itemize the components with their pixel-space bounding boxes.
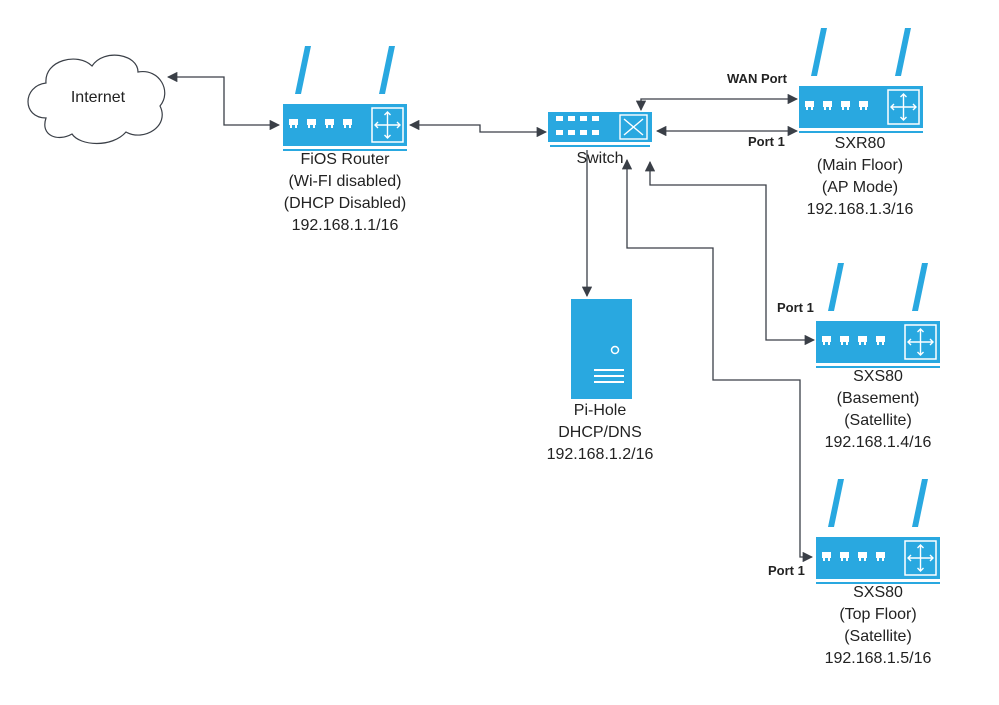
basement-port1-label: Port 1 xyxy=(777,300,814,315)
basement-name: SXS80 xyxy=(853,368,903,385)
top-floor: (Top Floor) xyxy=(839,606,917,623)
fios-ip: 192.168.1.1/16 xyxy=(291,217,399,234)
sxr80-mode: (AP Mode) xyxy=(821,179,899,196)
pihole-ip: 192.168.1.2/16 xyxy=(546,446,654,463)
cloud-icon xyxy=(27,54,166,144)
basement-ip: 192.168.1.4/16 xyxy=(824,434,932,451)
switch-icon xyxy=(548,112,652,147)
top-port1-label: Port 1 xyxy=(768,563,805,578)
pihole-label: Pi-Hole DHCP/DNS 192.168.1.2/16 xyxy=(520,400,680,466)
wan-port-label: WAN Port xyxy=(727,71,787,86)
pihole-role: DHCP/DNS xyxy=(558,424,642,441)
basement-role: (Satellite) xyxy=(844,412,912,429)
sxr80-label: SXR80 (Main Floor) (AP Mode) 192.168.1.3… xyxy=(780,133,940,221)
link-internet-fios xyxy=(166,71,281,131)
sxs80-basement-label: SXS80 (Basement) (Satellite) 192.168.1.4… xyxy=(798,366,958,454)
sxs80-top-router-icon xyxy=(815,478,941,585)
sxr80-name: SXR80 xyxy=(834,135,886,152)
basement-floor: (Basement) xyxy=(836,390,920,407)
sxr80-router-icon xyxy=(798,27,924,134)
internet-label: Internet xyxy=(70,89,126,106)
link-switch-wan xyxy=(635,93,799,112)
top-role: (Satellite) xyxy=(844,628,912,645)
fios-router-icon xyxy=(282,45,408,152)
switch-label: Switch xyxy=(576,150,624,167)
server-icon xyxy=(571,299,632,399)
sxs80-top-label: SXS80 (Top Floor) (Satellite) 192.168.1.… xyxy=(798,582,958,670)
fios-name: FiOS Router xyxy=(300,151,390,168)
fios-dhcp: (DHCP Disabled) xyxy=(283,195,407,212)
pihole-name: Pi-Hole xyxy=(573,402,627,419)
sxr80-ip: 192.168.1.3/16 xyxy=(806,201,914,218)
sxr80-floor: (Main Floor) xyxy=(816,157,904,174)
top-ip: 192.168.1.5/16 xyxy=(824,650,932,667)
top-name: SXS80 xyxy=(853,584,903,601)
link-fios-switch xyxy=(408,119,548,138)
sxr80-port1-label: Port 1 xyxy=(748,134,785,149)
fios-wifi: (Wi-FI disabled) xyxy=(288,173,402,190)
fios-router-label: FiOS Router (Wi-FI disabled) (DHCP Disab… xyxy=(265,149,425,237)
sxs80-basement-router-icon xyxy=(815,262,941,369)
link-switch-topfloor xyxy=(621,158,814,563)
